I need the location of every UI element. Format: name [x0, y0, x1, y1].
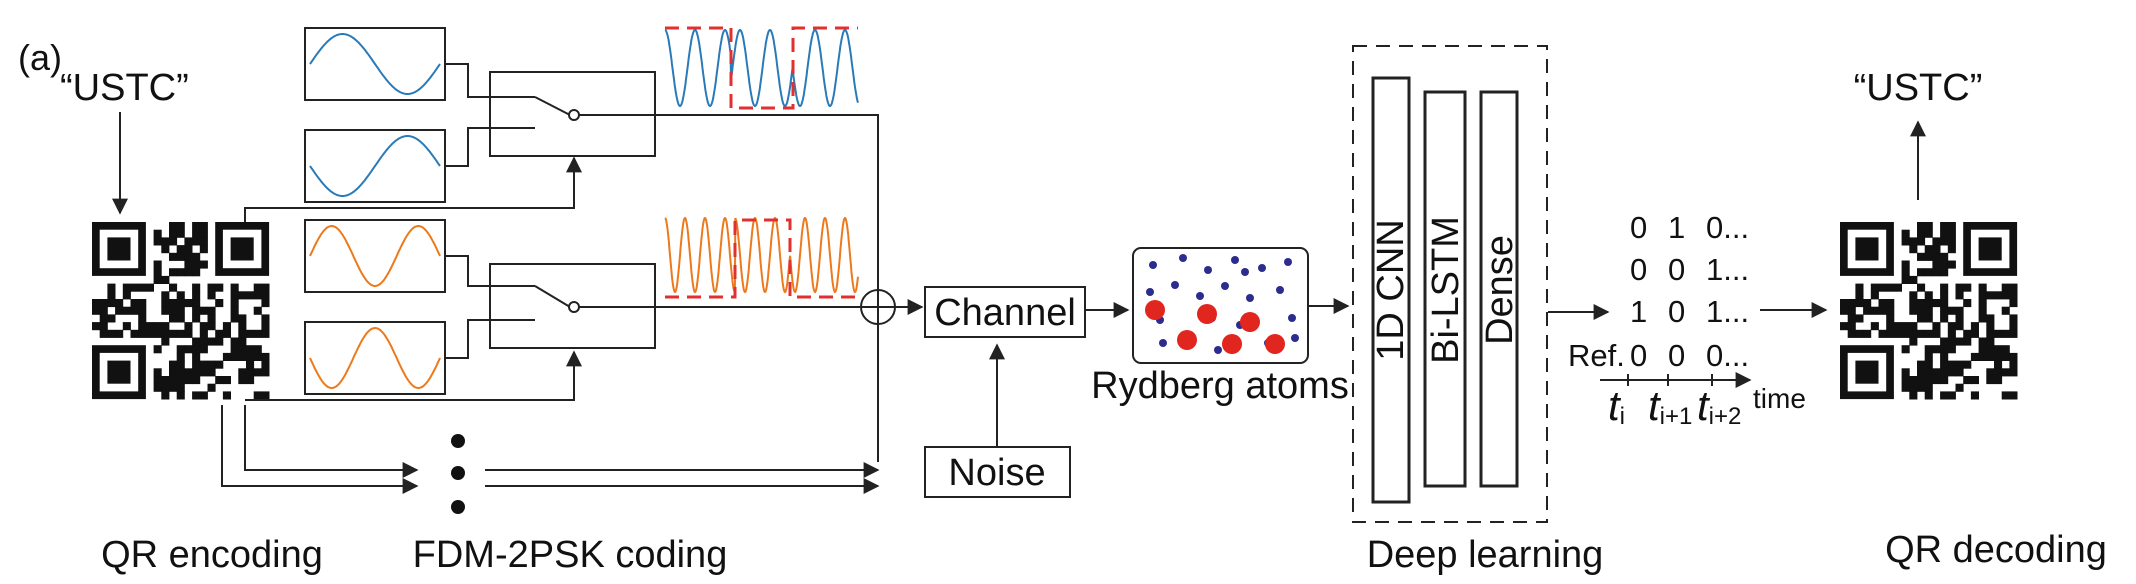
summing-junction-icon: [860, 289, 896, 325]
ground-state-atom: [1288, 314, 1296, 322]
rydberg-atom: [1145, 300, 1165, 320]
bit-1-1: 0: [1668, 252, 1685, 287]
ground-state-atom: [1196, 292, 1204, 300]
bit-matrix: 0 1 0... 0 0 1... 1 0 1... Ref. 0 0 0...: [1568, 210, 1749, 373]
modulated-waveform-orange: [664, 216, 859, 299]
ground-state-atom: [1204, 266, 1212, 274]
ref-1: 0: [1668, 338, 1685, 373]
noise-block: Noise: [924, 446, 1071, 498]
carrier-box-2: [304, 129, 446, 203]
ellipsis-dots-icon: [451, 434, 465, 514]
panel-label: (a): [18, 37, 62, 78]
bit-1-0: 0: [1630, 252, 1647, 287]
noise-label: Noise: [948, 452, 1045, 494]
ref-0: 0: [1630, 338, 1647, 373]
ground-state-atom: [1149, 261, 1157, 269]
channel-label: Channel: [934, 292, 1076, 334]
carrier-box-1: [304, 27, 446, 101]
switch-icon: [489, 71, 656, 157]
time-tick-1: ti: [1608, 382, 1625, 430]
ground-state-atom: [1246, 294, 1254, 302]
dense-label: Dense: [1479, 235, 1521, 345]
qr-decoding-caption: QR decoding: [1885, 529, 2107, 571]
ground-state-atom: [1241, 268, 1249, 276]
channel-block: Channel: [924, 286, 1086, 338]
ground-state-atom: [1179, 254, 1187, 262]
qr-code-icon: [92, 222, 270, 400]
rydberg-atom: [1265, 334, 1285, 354]
switch-icon: [489, 263, 656, 349]
ground-state-atom: [1276, 286, 1284, 294]
ground-state-atom: [1221, 282, 1229, 290]
bit-0-1: 1: [1668, 210, 1685, 245]
ground-state-atom: [1258, 264, 1266, 272]
ground-state-atom: [1231, 256, 1239, 264]
bit-2-0: 1: [1630, 294, 1647, 329]
ground-state-atom: [1214, 346, 1222, 354]
lstm-label: Bi-LSTM: [1425, 216, 1467, 364]
time-axis: ti ti+1 ti+2 time: [1600, 372, 1806, 430]
output-text: “USTC”: [1854, 67, 1983, 109]
time-tick-3: ti+2: [1697, 382, 1741, 430]
ground-state-atom: [1146, 288, 1154, 296]
input-text: “USTC”: [60, 67, 189, 109]
rydberg-atom: [1222, 334, 1242, 354]
ground-state-atom: [1291, 334, 1299, 342]
deep-learning-caption: Deep learning: [1367, 534, 1604, 576]
modulated-waveform-blue: [664, 26, 859, 110]
time-tick-2: ti+1: [1648, 382, 1692, 430]
ground-state-atom: [1159, 339, 1167, 347]
ref-2: 0...: [1706, 338, 1749, 373]
rydberg-atom-cell: [1132, 247, 1309, 364]
carrier-box-3: [304, 219, 446, 293]
ref-label: Ref.: [1568, 338, 1625, 373]
qr-encoding-caption: QR encoding: [101, 534, 323, 576]
rydberg-atom: [1240, 312, 1260, 332]
ground-state-atom: [1284, 258, 1292, 266]
rydberg-atom: [1177, 330, 1197, 350]
fdm-coding-caption: FDM-2PSK coding: [413, 534, 728, 576]
time-label: time: [1753, 383, 1806, 414]
cnn-label: 1D CNN: [1370, 219, 1412, 360]
ground-state-atom: [1171, 281, 1179, 289]
bit-2-1: 0: [1668, 294, 1685, 329]
bit-1-2: 1...: [1706, 252, 1749, 287]
deep-learning-module: 1D CNN Bi-LSTM Dense: [1352, 45, 1548, 523]
rydberg-caption: Rydberg atoms: [1091, 365, 1349, 407]
bit-2-2: 1...: [1706, 294, 1749, 329]
carrier-box-4: [304, 321, 446, 395]
rydberg-atom: [1197, 304, 1217, 324]
bit-0-0: 0: [1630, 210, 1647, 245]
bit-0-2: 0...: [1706, 210, 1749, 245]
qr-code-icon: [1840, 222, 2018, 400]
